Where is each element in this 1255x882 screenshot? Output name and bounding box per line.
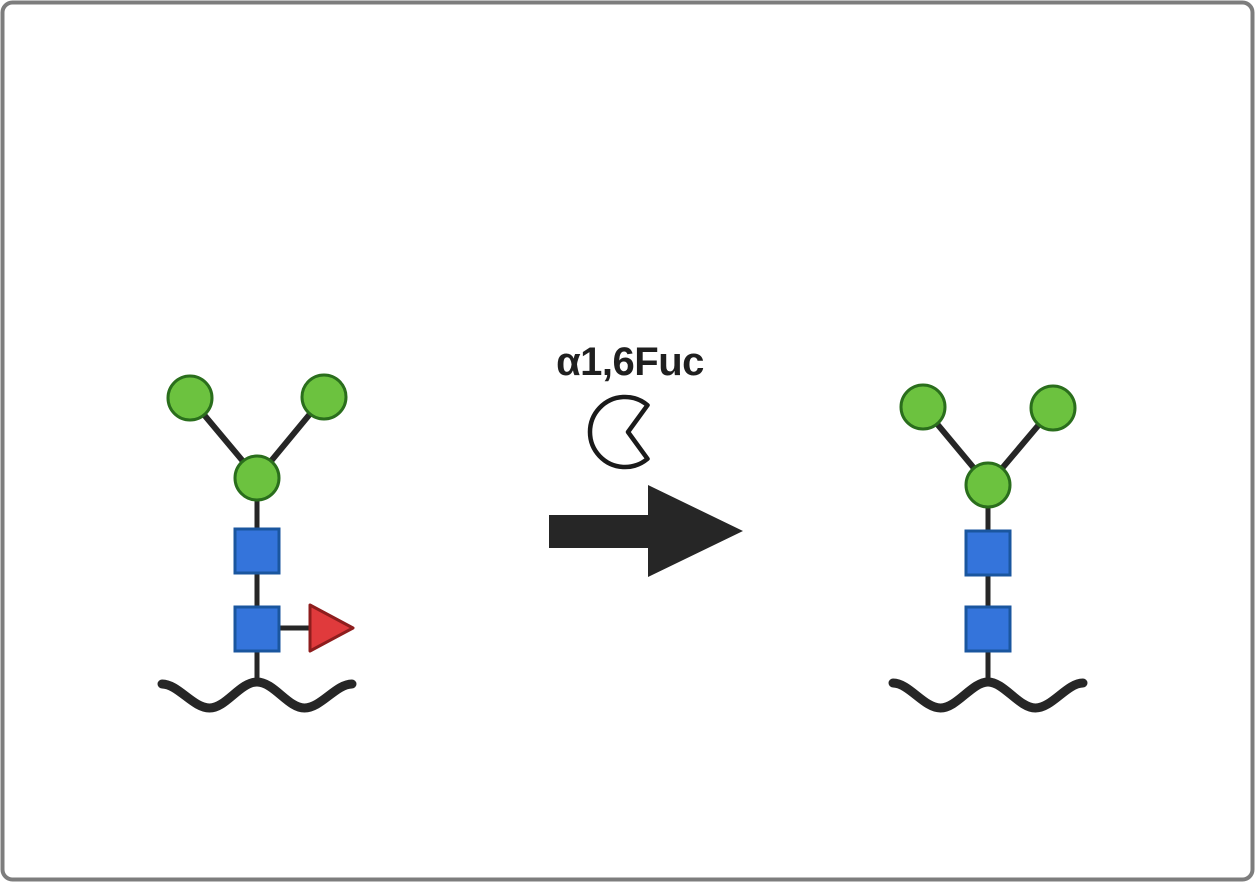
mannose-circle [1029, 384, 1077, 432]
glcnac-square [233, 527, 281, 575]
mannose-circle [166, 374, 214, 422]
glcnac-square [233, 605, 281, 653]
reaction-annotation: α1,6Fuc [549, 340, 743, 577]
mannose-circle [233, 454, 281, 502]
protein-wavy-line [888, 677, 1088, 713]
mannose-circle [300, 373, 348, 421]
glcnac-square [964, 529, 1012, 577]
fucosylated-glycan [157, 373, 357, 713]
mannose-circle [899, 383, 947, 431]
mannose-circle [964, 461, 1012, 509]
fucose-triangle [308, 603, 355, 653]
enzyme-label: α1,6Fuc [556, 340, 704, 384]
defucosylated-glycan [888, 383, 1088, 713]
protein-wavy-line [157, 677, 357, 713]
enzyme-pacman-icon [587, 394, 650, 470]
glcnac-square [964, 605, 1012, 653]
reaction-arrow [549, 485, 743, 577]
